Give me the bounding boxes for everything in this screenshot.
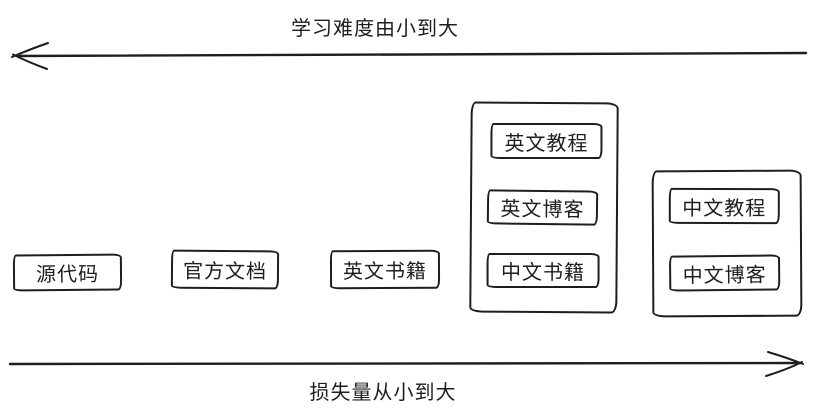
node-chinese-book: 中文书籍 — [486, 252, 600, 288]
node-source-code-label: 源代码 — [35, 261, 100, 287]
difficulty-axis-label: 学习难度由小到大 — [291, 16, 459, 40]
node-official-docs: 官方文档 — [170, 249, 280, 290]
node-chinese-tutorial: 中文教程 — [668, 187, 780, 225]
node-chinese-book-label: 中文书籍 — [501, 259, 586, 284]
node-english-books: 英文书籍 — [329, 249, 441, 290]
node-english-tutorial: 英文教程 — [490, 123, 603, 160]
node-chinese-tutorial-label: 中文教程 — [682, 195, 767, 220]
node-english-books-label: 英文书籍 — [342, 258, 428, 284]
left-arrow — [11, 42, 808, 70]
node-english-blog: 英文博客 — [486, 189, 599, 226]
right-arrow — [8, 351, 804, 377]
loss-axis-label: 损失量从小到大 — [309, 380, 457, 404]
group-chinese-resources: 中文教程 中文博客 — [651, 169, 803, 318]
node-english-tutorial-label: 英文教程 — [504, 130, 589, 155]
node-english-blog-label: 英文博客 — [500, 196, 585, 222]
node-chinese-blog-label: 中文博客 — [682, 262, 767, 287]
node-source-code: 源代码 — [12, 253, 123, 292]
node-official-docs-label: 官方文档 — [182, 258, 268, 284]
group-english-resources: 英文教程 英文博客 中文书籍 — [469, 101, 619, 314]
node-chinese-blog: 中文博客 — [668, 254, 781, 292]
